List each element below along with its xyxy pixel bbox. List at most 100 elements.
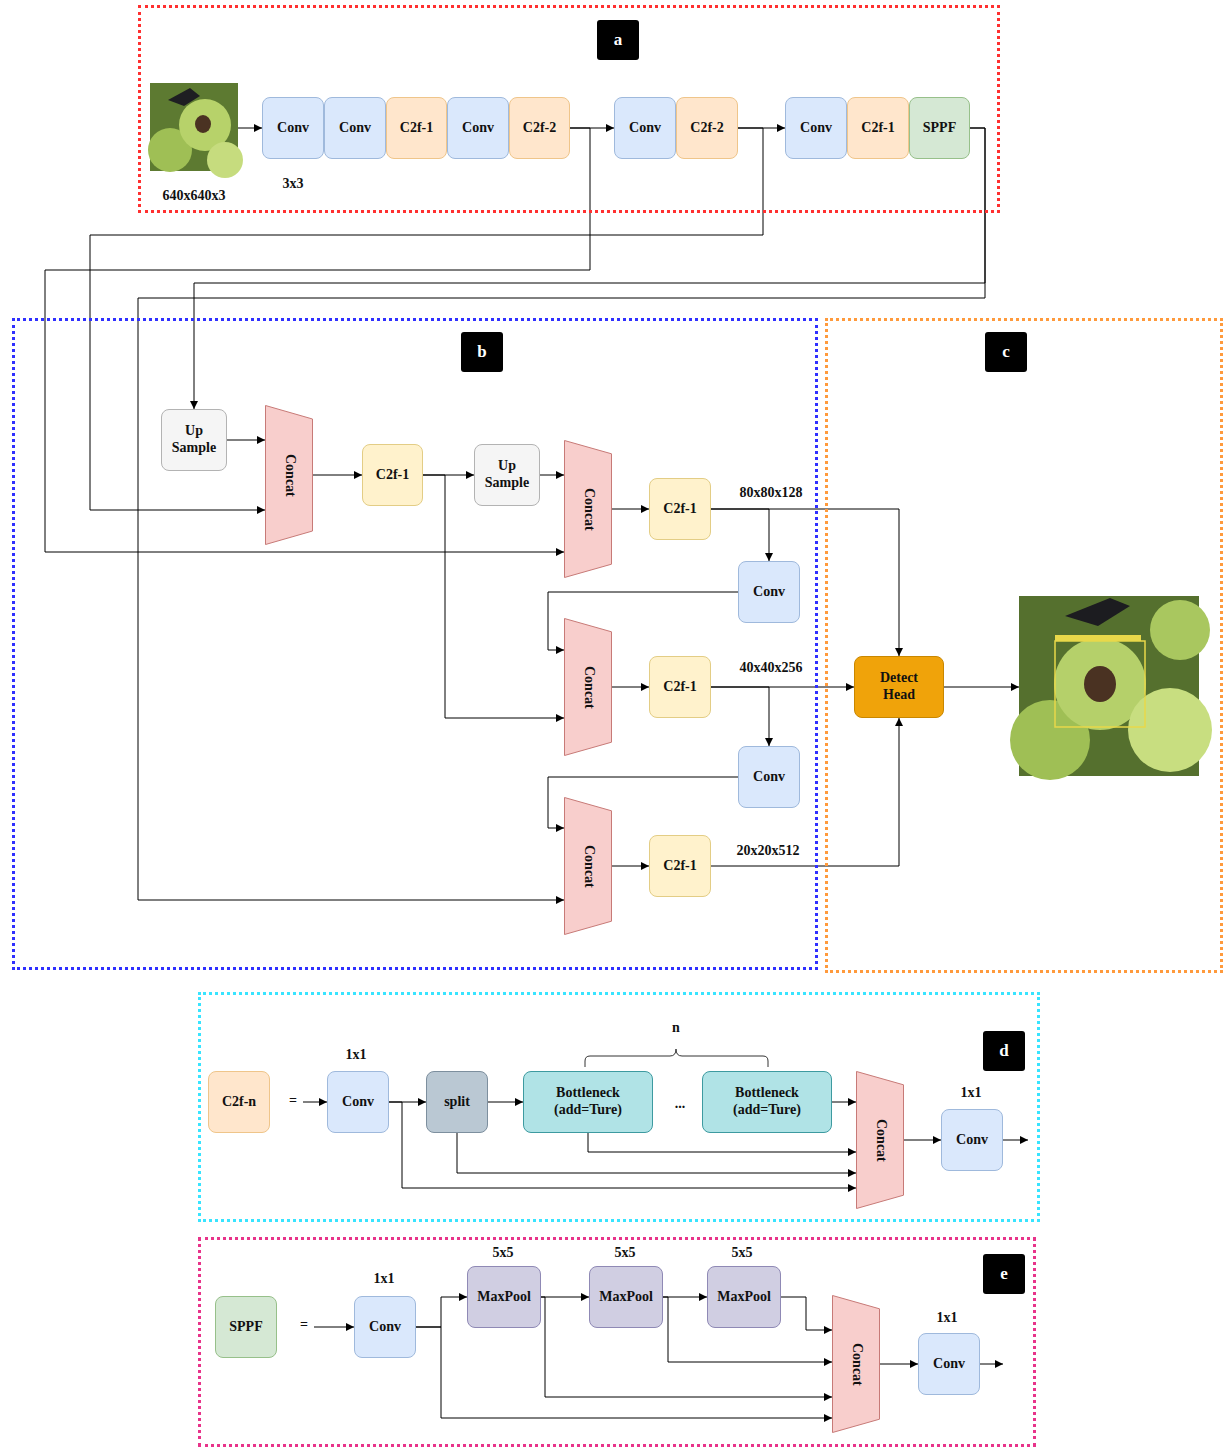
c2f-block: C2f-2 xyxy=(509,97,570,159)
block-label: C2f-1 xyxy=(376,467,409,484)
annotation-label: 1x1 xyxy=(961,1085,982,1101)
connector xyxy=(612,687,649,688)
repeat-brace xyxy=(585,1049,768,1067)
annotation-label: 1x1 xyxy=(346,1047,367,1063)
trapezoid xyxy=(833,1296,880,1433)
block-label: Concat xyxy=(580,666,597,709)
block-label: Conv xyxy=(277,120,309,137)
connector xyxy=(423,475,564,718)
c2f-block: C2f-1 xyxy=(649,656,711,718)
block-label: Conv xyxy=(956,1132,988,1149)
region-outline: dC2f-nConvsplitBottleneck (add=Ture)Bott… xyxy=(198,992,1040,1222)
connector xyxy=(540,475,564,476)
connector xyxy=(313,475,362,476)
detection-tag xyxy=(1055,635,1141,641)
insect xyxy=(1065,598,1130,626)
block-label: MaxPool xyxy=(477,1289,531,1306)
conv-block: Conv xyxy=(738,746,800,808)
block-label: Conv xyxy=(369,1319,401,1336)
insect xyxy=(168,88,200,106)
connector xyxy=(612,509,649,510)
trapezoid xyxy=(565,441,612,578)
conv-block: Conv xyxy=(614,97,676,159)
connector xyxy=(457,1133,856,1173)
lesion xyxy=(1084,666,1116,702)
block-label: Concat xyxy=(580,845,597,888)
connector xyxy=(541,1297,589,1298)
detection-box xyxy=(1055,641,1145,727)
region-outline: bUp SampleConcatC2f-1Up SampleConcatC2f-… xyxy=(12,318,818,970)
detect-head: Detect Head xyxy=(854,656,944,718)
sppf-block: SPPF xyxy=(909,97,970,159)
fruit xyxy=(1150,600,1210,660)
block-label: Conv xyxy=(753,584,785,601)
input-arrow xyxy=(238,128,262,129)
c2f-block: C2f-1 xyxy=(362,444,423,506)
definition-arrow xyxy=(303,1102,327,1103)
upsample-block: Up Sample xyxy=(474,444,540,506)
block-label: SPPF xyxy=(923,120,956,137)
bottleneck-block: Bottleneck (add=Ture) xyxy=(523,1071,653,1133)
conv-block: Conv xyxy=(918,1333,980,1395)
c2f-block: C2f-1 xyxy=(649,835,711,897)
conv-block: Conv xyxy=(941,1109,1003,1171)
annotation-label: 5x5 xyxy=(615,1245,636,1261)
connector xyxy=(416,1327,832,1418)
block-label: C2f-2 xyxy=(690,120,723,137)
block-label: Concat xyxy=(281,454,298,497)
output-image xyxy=(1010,596,1212,780)
annotation-label: ... xyxy=(675,1096,686,1112)
region-outline: cDetect Head xyxy=(825,318,1223,973)
connector xyxy=(612,866,649,867)
block-label: Up Sample xyxy=(479,458,535,492)
block-label: Conv xyxy=(339,120,371,137)
block-label: Concat xyxy=(872,1119,889,1162)
block-label: C2f-1 xyxy=(663,501,696,518)
split-block: split xyxy=(426,1071,488,1133)
c2f-block: C2f-n xyxy=(208,1071,270,1133)
trapezoid xyxy=(857,1072,904,1209)
concat-block: Concat xyxy=(856,1071,904,1209)
concat-block: Concat xyxy=(564,797,612,935)
trapezoid xyxy=(565,619,612,756)
block-label: Conv xyxy=(800,120,832,137)
concat-block: Concat xyxy=(564,618,612,756)
concat-block: Concat xyxy=(564,440,612,578)
conv-block: Conv xyxy=(447,97,509,159)
block-label: C2f-n xyxy=(222,1094,256,1111)
block-label: C2f-1 xyxy=(861,120,894,137)
lesion xyxy=(195,115,211,133)
concat-block: Concat xyxy=(832,1295,880,1433)
annotation-label: n xyxy=(672,1020,680,1036)
connector xyxy=(416,1297,467,1327)
connector xyxy=(711,509,899,656)
connector xyxy=(138,128,985,900)
output-arrow xyxy=(980,1364,1003,1365)
block-label: C2f-1 xyxy=(663,858,696,875)
connector xyxy=(45,128,590,552)
connector xyxy=(194,128,985,409)
conv-block: Conv xyxy=(324,97,386,159)
block-label: C2f-1 xyxy=(400,120,433,137)
block-label: MaxPool xyxy=(717,1289,771,1306)
block-label: C2f-1 xyxy=(663,679,696,696)
block-label: Up Sample xyxy=(166,423,222,457)
input-image xyxy=(148,83,243,178)
block-label: C2f-2 xyxy=(523,120,556,137)
c2f-block: C2f-1 xyxy=(847,97,909,159)
block-label: Conv xyxy=(342,1094,374,1111)
connector xyxy=(711,687,769,746)
upsample-block: Up Sample xyxy=(161,409,227,471)
annotation-label: 3x3 xyxy=(283,176,304,192)
annotation-label: 1x1 xyxy=(937,1310,958,1326)
annotation-label: 80x80x128 xyxy=(740,485,803,501)
block-label: Bottleneck (add=Ture) xyxy=(703,1085,831,1119)
conv-block: Conv xyxy=(262,97,324,159)
conv-block: Conv xyxy=(738,561,800,623)
region-badge: a xyxy=(597,20,639,60)
conv-block: Conv xyxy=(785,97,847,159)
connector xyxy=(588,1133,856,1152)
annotation-label: 1x1 xyxy=(374,1271,395,1287)
annotation-label: 5x5 xyxy=(732,1245,753,1261)
